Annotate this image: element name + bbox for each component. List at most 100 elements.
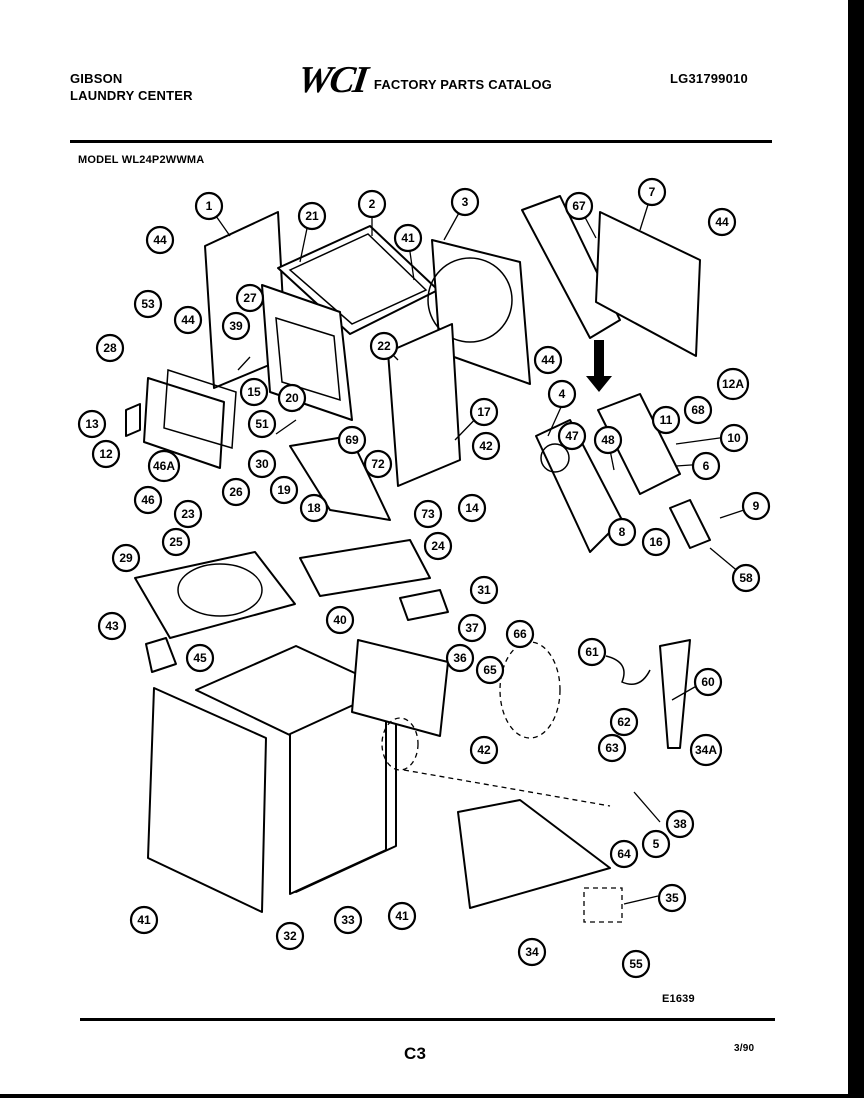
callout-circle <box>297 201 327 231</box>
callout-circle <box>91 439 121 469</box>
part-callout-26: 26 <box>221 477 251 507</box>
part-callout-5: 5 <box>641 829 671 859</box>
part-callout-34A: 34A <box>689 733 723 767</box>
part-callout-44: 44 <box>145 225 175 255</box>
callout-circle <box>609 707 639 737</box>
diagram-code: E1639 <box>662 993 695 1005</box>
callout-circle <box>469 735 499 765</box>
callout-number: 61 <box>585 645 599 659</box>
callout-circle <box>445 643 475 673</box>
part-callout-29: 29 <box>111 543 141 573</box>
part-callout-12A: 12A <box>716 367 750 401</box>
callout-number: 8 <box>619 525 626 539</box>
callout-number: 60 <box>701 675 715 689</box>
callout-number: 13 <box>85 417 99 431</box>
catalog-title: FACTORY PARTS CATALOG <box>373 76 552 92</box>
part-callout-31: 31 <box>469 575 499 605</box>
part-callout-1: 1 <box>194 191 224 221</box>
callout-number: 41 <box>395 909 409 923</box>
part-callout-38: 38 <box>665 809 695 839</box>
part-callout-73: 73 <box>413 499 443 529</box>
callout-circle <box>357 189 387 219</box>
callout-circle <box>277 383 307 413</box>
part-callout-21: 21 <box>297 201 327 231</box>
callout-number: 24 <box>431 539 445 553</box>
part-callout-24: 24 <box>423 531 453 561</box>
callout-number: 68 <box>691 403 705 417</box>
callout-circle <box>77 409 107 439</box>
part-callout-7: 7 <box>637 177 667 207</box>
callout-number: 21 <box>305 209 319 223</box>
callout-circle <box>741 491 771 521</box>
callout-circle <box>95 333 125 363</box>
part-callout-41: 41 <box>393 223 423 253</box>
part-callout-13: 13 <box>77 409 107 439</box>
part-callout-10: 10 <box>719 423 749 453</box>
callout-number: 30 <box>255 457 269 471</box>
callout-circle <box>235 283 265 313</box>
callout-circle <box>457 613 487 643</box>
callout-circle <box>651 405 681 435</box>
part-callout-46A: 46A <box>147 449 181 483</box>
callout-circle <box>683 395 713 425</box>
part-callout-25: 25 <box>161 527 191 557</box>
part-callout-69: 69 <box>337 425 367 455</box>
part-callout-63: 63 <box>597 733 627 763</box>
part-callout-36: 36 <box>445 643 475 673</box>
part-callout-18: 18 <box>299 493 329 523</box>
callout-number: 63 <box>605 741 619 755</box>
part-callout-48: 48 <box>593 425 623 455</box>
callout-number: 7 <box>649 185 656 199</box>
callout-number: 64 <box>617 847 631 861</box>
callout-circle <box>221 311 251 341</box>
callout-circle <box>689 733 723 767</box>
footer-divider <box>80 1018 775 1021</box>
callout-circle <box>247 409 277 439</box>
exploded-parts-diagram <box>125 191 757 923</box>
callout-number: 65 <box>483 663 497 677</box>
callout-number: 58 <box>739 571 753 585</box>
callout-number: 44 <box>541 353 555 367</box>
callout-circle <box>147 449 181 483</box>
callout-circle <box>716 367 750 401</box>
part-callout-65: 65 <box>475 655 505 685</box>
callout-number: 19 <box>277 483 291 497</box>
part-callout-45: 45 <box>185 643 215 673</box>
callout-number: 10 <box>727 431 741 445</box>
callout-number: 53 <box>141 297 155 311</box>
callout-number: 1 <box>206 199 213 213</box>
part-callout-40: 40 <box>325 605 355 635</box>
callout-circle <box>185 643 215 673</box>
callout-number: 73 <box>421 507 435 521</box>
callout-number: 18 <box>307 501 321 515</box>
part-callout-44: 44 <box>707 207 737 237</box>
header-divider <box>70 140 772 143</box>
callout-number: 35 <box>665 891 679 905</box>
part-callout-4: 4 <box>547 379 577 409</box>
callout-circle <box>637 177 667 207</box>
callout-number: 36 <box>453 651 467 665</box>
callout-number: 55 <box>629 957 643 971</box>
callout-number: 45 <box>193 651 207 665</box>
callout-number: 41 <box>137 913 151 927</box>
model-number: MODEL WL24P2WWMA <box>78 154 205 166</box>
part-callout-72: 72 <box>363 449 393 479</box>
callout-number: 34 <box>525 945 539 959</box>
brand-block: GIBSON LAUNDRY CENTER <box>70 70 193 104</box>
callout-circle <box>269 475 299 505</box>
callout-number: 5 <box>653 837 660 851</box>
part-callout-66: 66 <box>505 619 535 649</box>
part-callout-17: 17 <box>469 397 499 427</box>
callout-number: 33 <box>341 913 355 927</box>
part-callout-20: 20 <box>277 383 307 413</box>
part-callout-55: 55 <box>621 949 651 979</box>
callout-number: 34A <box>695 743 717 757</box>
part-callout-53: 53 <box>133 289 163 319</box>
callout-number: 51 <box>255 417 269 431</box>
part-callout-14: 14 <box>457 493 487 523</box>
part-callout-46: 46 <box>133 485 163 515</box>
part-callout-27: 27 <box>235 283 265 313</box>
callout-number: 6 <box>703 459 710 473</box>
callout-circle <box>129 905 159 935</box>
callout-number: 37 <box>465 621 479 635</box>
